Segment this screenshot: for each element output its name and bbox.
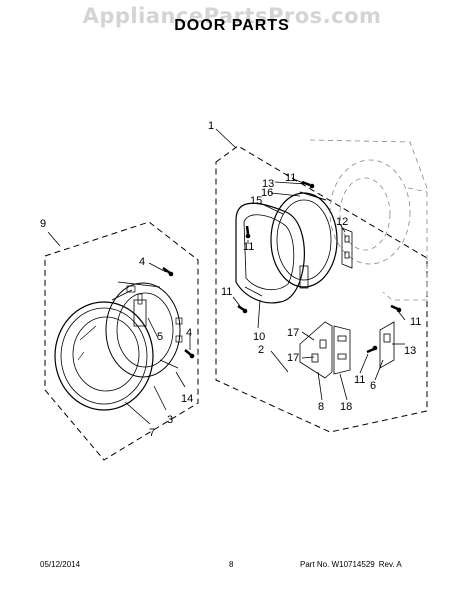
callout-6: 6 xyxy=(370,380,376,392)
leader-lines-left xyxy=(47,231,191,425)
callout-3: 3 xyxy=(167,414,173,426)
callout-11-mid: 11 xyxy=(243,241,254,253)
hinge-bracket xyxy=(341,227,353,269)
screw-icon xyxy=(162,266,174,277)
screw-icon xyxy=(301,180,315,189)
group-9-boundary xyxy=(44,221,199,461)
callout-12: 12 xyxy=(336,216,348,228)
callout-11-bottom: 11 xyxy=(354,374,365,386)
callout-13-top: 13 xyxy=(262,178,274,190)
screw-icon xyxy=(390,304,402,313)
callout-7: 7 xyxy=(149,427,155,439)
page-title: DOOR PARTS xyxy=(174,17,290,34)
callout-17-b: 17 xyxy=(287,352,299,364)
callout-11-left: 11 xyxy=(221,286,232,298)
watermark: AppliancePartsPros.com xyxy=(82,4,382,28)
lock-bracket xyxy=(299,321,351,379)
callout-1: 1 xyxy=(208,120,214,132)
footer-part-label: Part No. W10714529 xyxy=(300,560,375,569)
callout-10: 10 xyxy=(253,331,265,343)
screw-icon xyxy=(237,304,248,314)
callout-9: 9 xyxy=(40,218,46,230)
callout-11-right: 11 xyxy=(410,316,421,328)
callout-14: 14 xyxy=(181,393,193,405)
callout-11-top: 11 xyxy=(285,172,296,184)
callout-4-right: 4 xyxy=(186,327,192,339)
door-hinge-ring xyxy=(270,191,338,288)
group-1-boundary xyxy=(215,145,428,433)
screw-icon xyxy=(366,345,378,354)
screw-icon xyxy=(245,225,251,239)
latch-plate xyxy=(379,321,395,369)
callout-15: 15 xyxy=(250,195,262,207)
door-outer-ring xyxy=(54,301,154,411)
callout-17-a: 17 xyxy=(287,327,299,339)
callout-8: 8 xyxy=(318,401,324,413)
callout-16: 16 xyxy=(261,187,273,199)
callout-18: 18 xyxy=(340,401,352,413)
footer-page-number: 8 xyxy=(229,560,234,569)
door-inner-frame xyxy=(105,281,183,378)
callout-5: 5 xyxy=(157,331,163,343)
leader-lines-right xyxy=(215,128,406,401)
footer-date: 05/12/2014 xyxy=(40,560,81,569)
footer-rev-label: Rev. A xyxy=(378,560,402,569)
callout-2: 2 xyxy=(258,344,264,356)
screw-icon xyxy=(184,349,195,359)
callout-4-top: 4 xyxy=(139,256,145,268)
callout-13-right: 13 xyxy=(404,345,416,357)
